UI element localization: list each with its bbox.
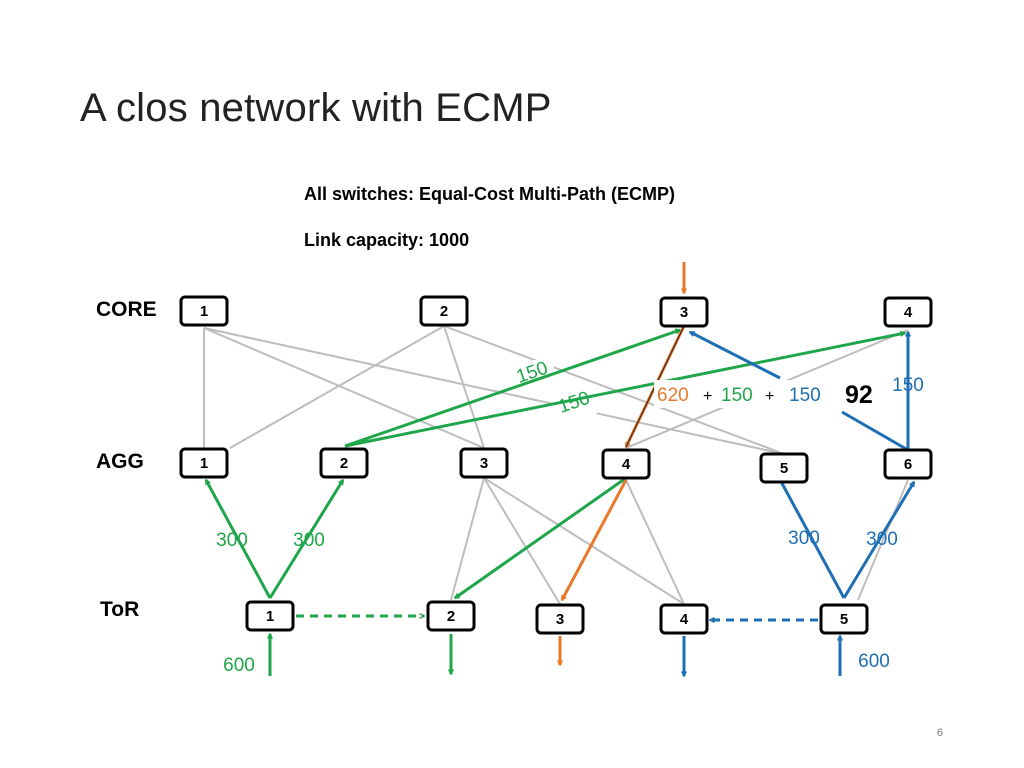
label-tor5-agg5: 300 [788, 528, 820, 549]
svg-text:3: 3 [480, 455, 488, 472]
link-agg6-tor5 [857, 479, 909, 601]
svg-text:2: 2 [440, 303, 448, 320]
svg-text:4: 4 [904, 304, 913, 321]
label-tor5-in: 600 [858, 651, 890, 672]
link-core2-agg2 [229, 325, 445, 449]
slide-title: A clos network with ECMP [80, 86, 552, 130]
switch-core-2: 2 [419, 295, 469, 327]
orange-agg4-tor3 [560, 479, 628, 600]
link-agg3-tor2 [450, 477, 485, 601]
green-flow [204, 330, 905, 676]
svg-text:3: 3 [680, 304, 688, 321]
page-number: 6 [937, 727, 943, 739]
svg-text:6: 6 [904, 456, 912, 473]
switch-tor-1: 1 [245, 600, 295, 632]
switch-agg-6: 6 [883, 448, 933, 480]
svg-text:2: 2 [340, 455, 348, 472]
layer-label-agg: AGG [96, 450, 144, 473]
switch-tor-2: 2 [426, 600, 476, 632]
svg-text:1: 1 [200, 455, 208, 472]
link-core1-agg5 [203, 327, 785, 455]
switch-tor-4: 4 [659, 603, 709, 635]
link-core2-agg5 [443, 325, 785, 455]
switch-core-3: 3 [659, 296, 709, 328]
label-tor1-agg2: 300 [293, 530, 325, 551]
sum-plus-2: + [765, 388, 774, 405]
switch-core-1: 1 [179, 295, 229, 327]
switch-agg-2: 2 [319, 447, 369, 479]
label-tor1-agg1: 300 [216, 530, 248, 551]
link-agg3-tor3 [483, 477, 561, 605]
svg-text:1: 1 [266, 608, 274, 625]
link-agg4-tor4 [625, 479, 685, 605]
switch-agg-4: 4 [601, 448, 651, 480]
link-agg3-tor4 [483, 477, 685, 605]
blue-agg6-core3 [841, 410, 909, 452]
subtitle-capacity: Link capacity: 1000 [304, 230, 469, 250]
link-core1-agg3 [203, 327, 485, 449]
sum-total: 92 [845, 381, 873, 409]
switch-tor-5: 5 [819, 603, 869, 635]
label-tor5-agg6: 300 [866, 529, 898, 550]
link-core2-agg3 [443, 325, 485, 449]
switch-agg-1: 1 [179, 447, 229, 479]
svg-text:2: 2 [447, 608, 455, 625]
green-tor1-agg2 [268, 480, 345, 599]
topology-links [203, 325, 909, 605]
sum-plus-1: + [703, 388, 712, 405]
blue-tor5-agg6 [842, 482, 916, 599]
core3-load-sum: 620 + 150 + 150 [654, 380, 830, 408]
switch-agg-3: 3 [459, 447, 509, 479]
label-tor1-in: 600 [223, 655, 255, 676]
green-tor1-agg1 [204, 480, 272, 599]
layer-label-tor: ToR [100, 598, 139, 621]
svg-text:3: 3 [556, 611, 564, 628]
switch-core-4: 4 [883, 296, 933, 328]
label-agg6-core4: 150 [892, 375, 924, 396]
green-agg2-core3 [344, 330, 680, 448]
sum-blue: 150 [789, 385, 821, 406]
layer-label-core: CORE [96, 298, 157, 321]
green-agg2-core4 [344, 333, 905, 448]
svg-text:5: 5 [840, 611, 848, 628]
subtitle-ecmp: All switches: Equal-Cost Multi-Path (ECM… [304, 184, 675, 204]
blue-flow [684, 330, 916, 676]
switch-agg-5: 5 [759, 452, 809, 484]
sum-green: 150 [721, 385, 753, 406]
svg-text:1: 1 [200, 303, 208, 320]
green-agg4-tor2 [455, 476, 627, 600]
blue-tor5-agg5 [776, 476, 846, 599]
svg-text:5: 5 [780, 460, 788, 477]
switch-tor-3: 3 [535, 603, 585, 635]
sum-orange: 620 [657, 385, 689, 406]
svg-text:4: 4 [680, 611, 689, 628]
svg-text:4: 4 [622, 456, 631, 473]
